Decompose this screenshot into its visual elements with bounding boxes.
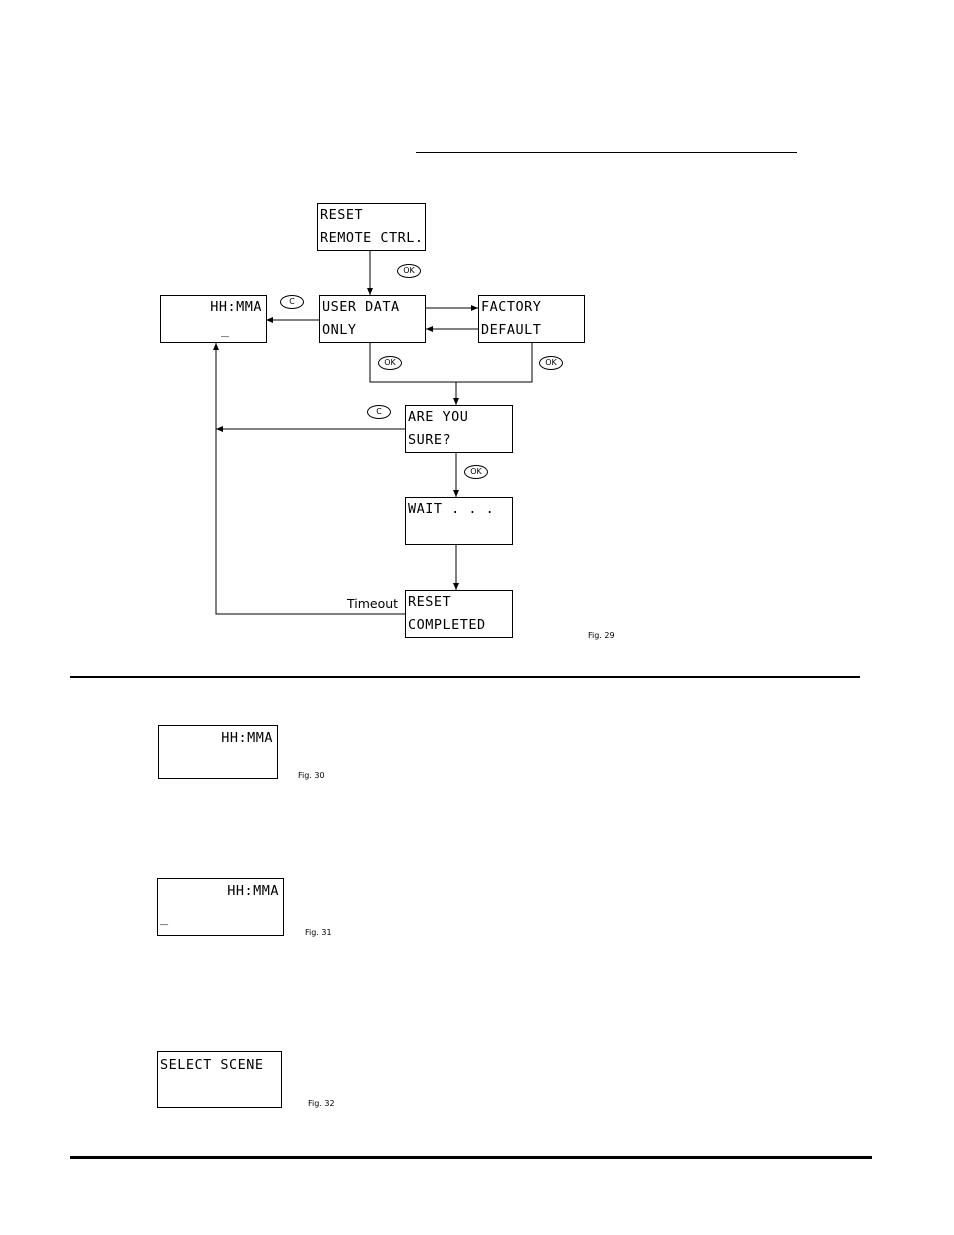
lcd-wait: WAIT . . . bbox=[405, 497, 513, 545]
lcd-factory-default: FACTORY DEFAULT bbox=[478, 295, 585, 343]
lcd-line-1: RESET bbox=[408, 595, 451, 609]
figure-caption: Fig. 30 bbox=[298, 771, 325, 780]
lcd-line-1: HH:MMA bbox=[221, 731, 273, 745]
lcd-reset-remote: RESET REMOTE CTRL. bbox=[317, 203, 426, 251]
lcd-fig31: HH:MMA _ bbox=[157, 878, 284, 936]
lcd-line-1: HH:MMA bbox=[210, 300, 262, 314]
lcd-line-2: DEFAULT bbox=[481, 323, 541, 337]
lcd-line-1: ARE YOU bbox=[408, 410, 468, 424]
lcd-cursor: _ bbox=[160, 911, 169, 925]
lcd-cursor: _ bbox=[221, 323, 230, 337]
lcd-fig30: HH:MMA bbox=[158, 725, 278, 779]
ok-button-icon: OK bbox=[464, 465, 488, 479]
lcd-line-1: USER DATA bbox=[322, 300, 400, 314]
lcd-line-1: HH:MMA bbox=[227, 884, 279, 898]
lcd-reset-completed: RESET COMPLETED bbox=[405, 590, 513, 638]
ok-button-icon: OK bbox=[378, 356, 402, 370]
ok-button-icon: OK bbox=[397, 264, 421, 278]
lcd-fig32: SELECT SCENE bbox=[157, 1051, 282, 1108]
c-button-icon: C bbox=[367, 405, 391, 419]
lcd-line-2: SURE? bbox=[408, 433, 451, 447]
lcd-line-2: REMOTE CTRL. bbox=[320, 231, 424, 245]
timeout-loop-line bbox=[216, 343, 405, 614]
section-divider bbox=[70, 676, 860, 678]
lcd-line-1: RESET bbox=[320, 208, 363, 222]
lcd-are-you-sure: ARE YOU SURE? bbox=[405, 405, 513, 453]
lcd-line-1: FACTORY bbox=[481, 300, 541, 314]
figure-caption: Fig. 31 bbox=[305, 928, 332, 937]
figure-caption: Fig. 29 bbox=[588, 631, 615, 640]
c-button-icon: C bbox=[280, 295, 304, 309]
lcd-line-1: SELECT SCENE bbox=[160, 1058, 264, 1072]
lcd-line-2: ONLY bbox=[322, 323, 357, 337]
timeout-label: Timeout bbox=[347, 596, 398, 611]
footer-rule bbox=[70, 1156, 872, 1159]
ok-button-icon: OK bbox=[539, 356, 563, 370]
figure-caption: Fig. 32 bbox=[308, 1099, 335, 1108]
lcd-clock-display: HH:MMA _ bbox=[160, 295, 267, 343]
lcd-line-2: COMPLETED bbox=[408, 618, 486, 632]
lcd-line-1: WAIT . . . bbox=[408, 502, 494, 516]
lcd-user-data-only: USER DATA ONLY bbox=[319, 295, 426, 343]
